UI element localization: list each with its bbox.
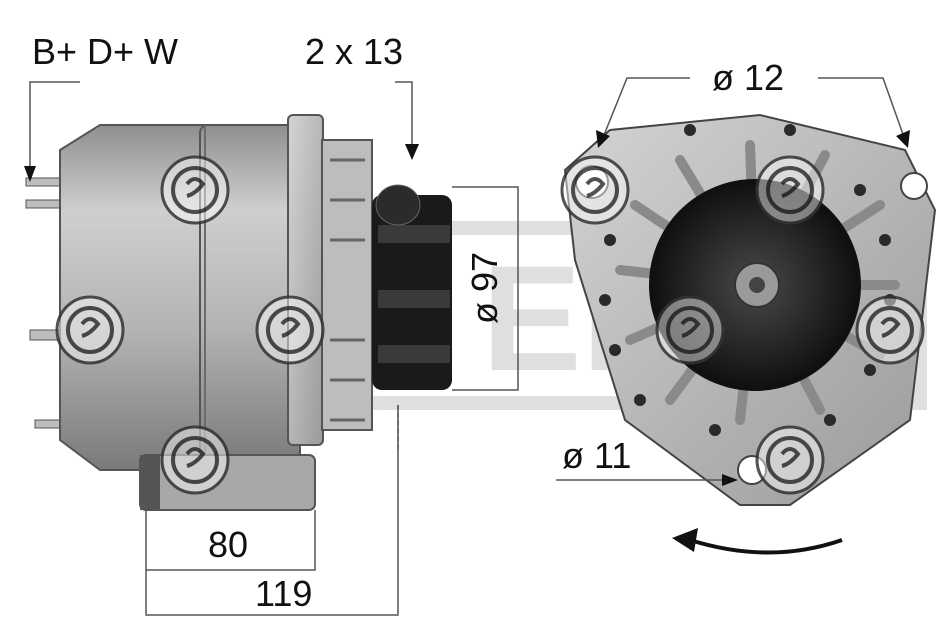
pulley-groove-label: 2 x 13	[305, 31, 404, 72]
sartor-hellas-logo-icon	[755, 155, 825, 225]
sartor-hellas-logo-icon	[55, 295, 125, 365]
rotation-arrow	[689, 538, 843, 555]
length-total-label: 119	[255, 573, 313, 614]
dimension-arrowheads	[24, 130, 910, 486]
dimension-lines	[29, 77, 906, 616]
alternator-front-view	[563, 113, 937, 555]
sartor-hellas-logo-icon	[855, 295, 925, 365]
terminals-label: B+ D+ W	[32, 31, 179, 72]
pulley-diameter-label: ø 97	[464, 251, 505, 325]
pulley-side	[372, 184, 452, 390]
sartor-hellas-logo-icon	[560, 155, 630, 225]
mount-hole-label: ø 11	[562, 435, 632, 476]
sartor-hellas-logo-icon	[655, 295, 725, 365]
watermark-layer	[55, 155, 925, 495]
sartor-hellas-logo-icon	[255, 295, 325, 365]
bolt-spacing-label: ø 12	[712, 57, 785, 98]
sartor-hellas-logo-icon	[755, 425, 825, 495]
sartor-hellas-logo-icon	[160, 155, 230, 225]
sartor-hellas-logo-icon	[160, 425, 230, 495]
length-body-label: 80	[208, 524, 249, 565]
